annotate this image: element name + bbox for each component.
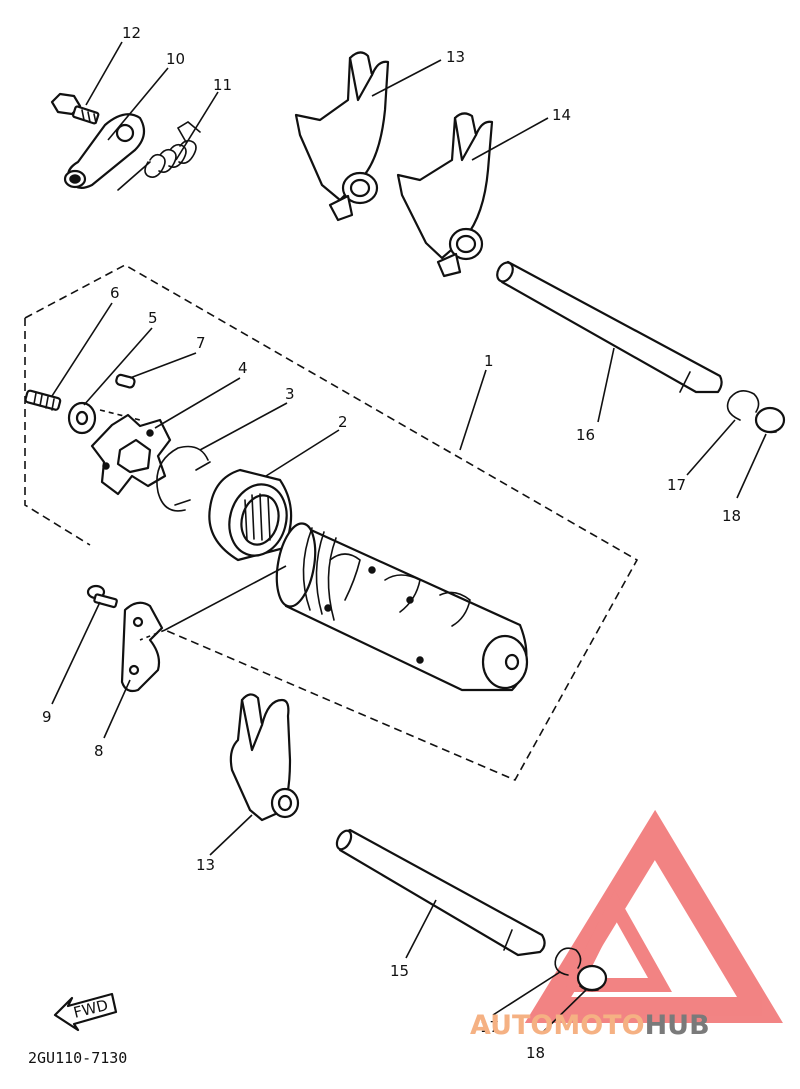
svg-text:AUTOMOTOHUB: AUTOMOTOHUB [470, 1010, 710, 1041]
callouts: 12 10 11 13 14 1 6 5 7 4 3 2 16 17 18 9 … [42, 24, 741, 1062]
watermark: AUTOMOTOHUB [470, 1010, 710, 1041]
callout-6: 6 [110, 284, 120, 302]
callout-5: 5 [148, 309, 158, 327]
screw-9 [86, 584, 118, 609]
callout-9: 9 [42, 708, 52, 726]
callout-18-bottom: 18 [526, 1044, 545, 1062]
screw-6 [24, 389, 62, 411]
callout-12: 12 [122, 24, 141, 42]
fwd-arrow-icon: FWD [53, 992, 118, 1032]
cap-18-top [754, 406, 786, 434]
callout-17-top: 17 [667, 476, 686, 494]
assembly-outline [24, 264, 639, 782]
callout-1: 1 [484, 352, 494, 370]
callout-13-top: 13 [446, 48, 465, 66]
callout-11: 11 [213, 76, 232, 94]
lever-plate-10 [63, 113, 146, 189]
segment-4 [90, 413, 172, 496]
guide-bar-15 [335, 828, 546, 957]
callout-14: 14 [552, 106, 571, 124]
callout-16: 16 [576, 426, 595, 444]
callout-18-top: 18 [722, 507, 741, 525]
stopper-plate-8 [120, 601, 166, 693]
callout-3: 3 [285, 385, 295, 403]
bolt-12 [50, 92, 100, 125]
spring-11 [117, 121, 201, 191]
shift-fork-13-top [294, 51, 390, 222]
callout-8: 8 [94, 742, 104, 760]
cap-18-bottom [576, 964, 608, 992]
callout-7: 7 [196, 334, 206, 352]
shift-fork-13-bottom [229, 693, 300, 822]
callout-10: 10 [166, 50, 185, 68]
callout-15: 15 [390, 962, 409, 980]
callout-13-bottom: 13 [196, 856, 215, 874]
watermark-logo-icon [524, 809, 783, 1023]
leader-lines [51, 41, 767, 1034]
guide-bar-16 [496, 260, 723, 394]
dowel-pin-7 [99, 373, 141, 421]
shift-fork-14 [396, 112, 494, 278]
callout-17-bottom: 17 [480, 1018, 499, 1036]
shift-drum-1 [275, 522, 529, 692]
bearing-2 [208, 468, 293, 562]
washer-5 [67, 401, 97, 435]
watermark-text-part2: HUB [645, 1010, 710, 1041]
circlip-17-top [726, 390, 760, 421]
circlip-3 [156, 445, 211, 512]
callout-4: 4 [238, 359, 248, 377]
watermark-text-part1: AUTOMOTO [470, 1010, 645, 1041]
circlip-17-bottom [554, 947, 582, 976]
diagram-code: 2GU110-7130 [28, 1049, 127, 1067]
fwd-label: FWD [72, 996, 110, 1022]
callout-2: 2 [338, 413, 348, 431]
